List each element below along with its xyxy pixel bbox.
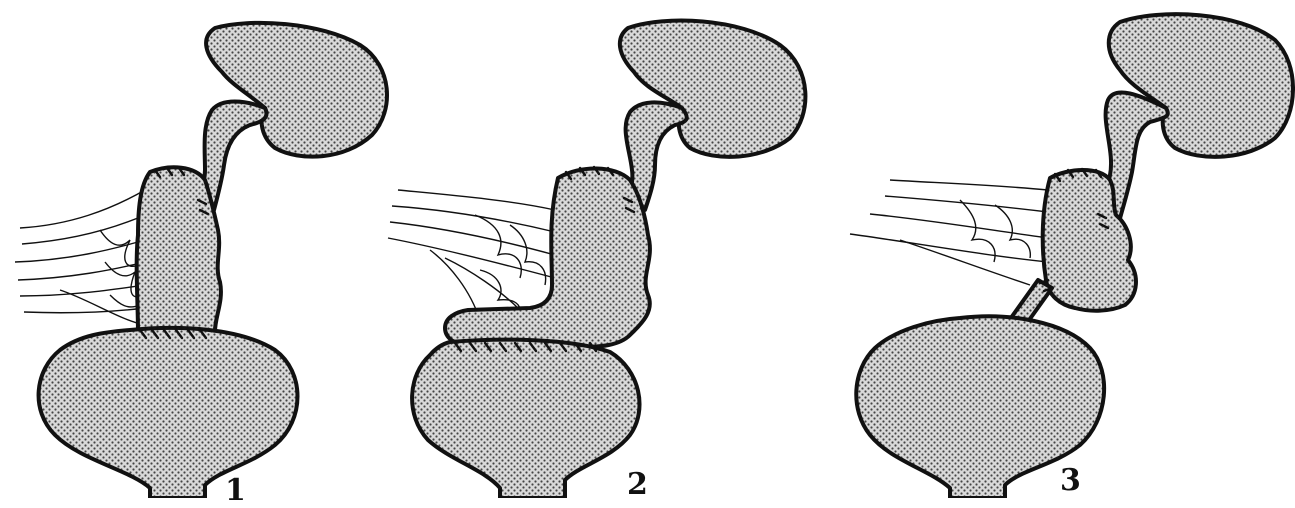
mesentery-vessels <box>388 190 555 320</box>
bladder <box>39 328 298 498</box>
mesentery-vessels <box>850 180 1048 285</box>
panel-3 <box>850 14 1293 498</box>
bladder <box>412 340 639 498</box>
panel-1 <box>15 23 387 498</box>
mesentery-vessels <box>15 190 145 325</box>
panel-2 <box>388 21 805 498</box>
panel-label-3: 3 <box>1060 466 1081 496</box>
bowel-segment <box>137 167 221 334</box>
panel-label-1: 1 <box>225 476 246 506</box>
panel-label-2: 2 <box>627 470 648 500</box>
